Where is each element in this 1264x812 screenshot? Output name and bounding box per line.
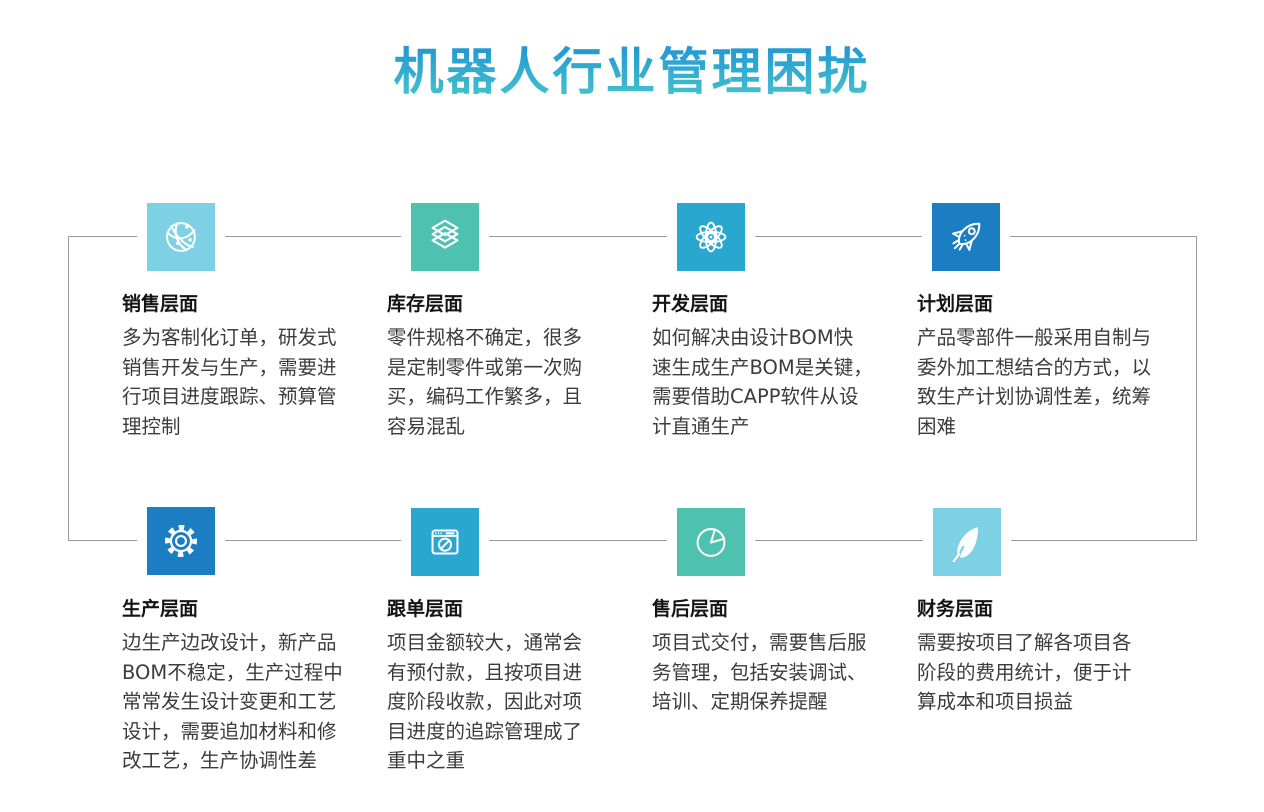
card-body: 多为客制化订单，研发式 销售开发与生产，需要进 行项目进度跟踪、预算管 理控制 [122,326,337,438]
card-sales: 销售层面 多为客制化订单，研发式 销售开发与生产，需要进 行项目进度跟踪、预算管… [122,293,384,441]
connector-frame [68,236,1197,541]
card-finance: 财务层面 需要按项目了解各项目各 阶段的费用统计，便于计 算成本和项目损益 [917,598,1179,717]
card-title: 库存层面 [387,293,464,315]
card-title: 计划层面 [917,293,994,315]
globe-network-icon [166,222,196,252]
card-development: 开发层面 如何解决由设计BOM快 速生成生产BOM是关键， 需要借助CAPP软件… [652,293,914,441]
card-body: 需要按项目了解各项目各 阶段的费用统计，便于计 算成本和项目损益 [917,631,1132,713]
card-order-tracking: 跟单层面 项目金额较大，通常会 有预付款，且按项目进 度阶段收款，因此对项 目进… [387,598,649,776]
card-body: 零件规格不确定，很多 是定制零件或第一次购 买，编码工作繁多，且 容易混乱 [387,326,583,438]
pie-chart-icon [696,528,726,557]
tile-production [147,507,215,575]
page-title: 机器人行业管理困扰 [393,43,871,101]
card-title: 跟单层面 [387,598,464,620]
tile-after-sales [677,508,745,576]
layers-icon [431,219,459,249]
tile-order-tracking [411,508,479,576]
card-title: 售后层面 [652,598,729,620]
tile-inventory [411,203,479,271]
card-body: 如何解决由设计BOM快 速生成生产BOM是关键， 需要借助CAPP软件从设 计直… [652,326,873,438]
atom-icon [695,221,727,253]
tile-finance [933,508,1001,576]
card-title: 销售层面 [122,293,199,315]
card-inventory: 库存层面 零件规格不确定，很多 是定制零件或第一次购 买，编码工作繁多，且 容易… [387,293,649,441]
card-title: 生产层面 [122,598,199,620]
tile-planning [932,203,1000,271]
page-title-row: 机器人行业管理困扰 [0,43,1264,102]
gear-icon [164,524,198,558]
feather-icon [952,527,979,563]
card-body: 项目式交付，需要售后服 务管理，包括安装调试、 培训、定期保养提醒 [652,631,867,713]
card-planning: 计划层面 产品零部件一般采用自制与 委外加工想结合的方式，以 致生产计划协调性差… [917,293,1179,441]
card-body: 项目金额较大，通常会 有预付款，且按项目进 度阶段收款，因此对项 目进度的追踪管… [387,631,583,772]
card-body: 边生产边改设计，新产品 BOM不稳定，生产过程中 常常发生设计变更和工艺 设计，… [122,631,343,772]
card-title: 开发层面 [652,293,729,315]
tile-development [677,203,745,271]
rocket-icon [952,222,981,251]
tile-sales [147,203,215,271]
card-body: 产品零部件一般采用自制与 委外加工想结合的方式，以 致生产计划协调性差，统筹 困… [917,326,1152,438]
card-after-sales: 售后层面 项目式交付，需要售后服 务管理，包括安装调试、 培训、定期保养提醒 [652,598,914,717]
card-title: 财务层面 [917,598,994,620]
browser-compass-icon [431,529,459,555]
card-production: 生产层面 边生产边改设计，新产品 BOM不稳定，生产过程中 常常发生设计变更和工… [122,598,384,776]
